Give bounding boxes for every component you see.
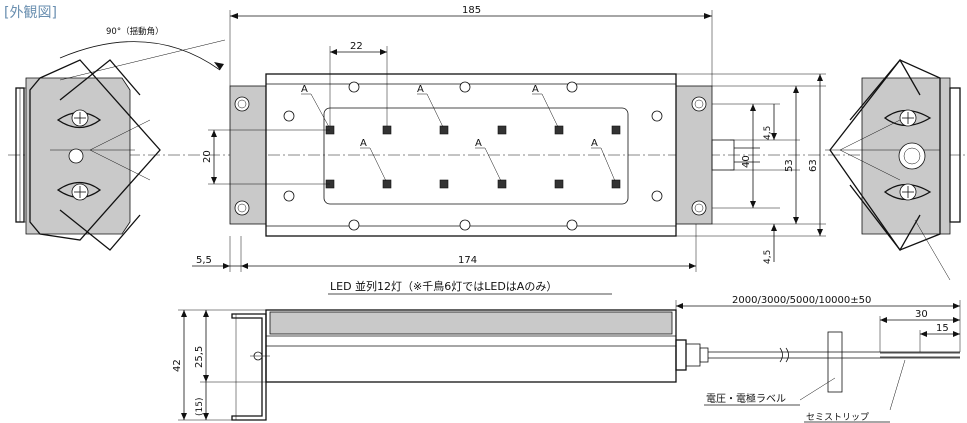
housing-screws xyxy=(283,81,663,231)
led-marker: A xyxy=(417,84,424,95)
led-marker: A xyxy=(360,138,367,149)
led-caption: LED 並列12灯（※千鳥6灯ではLEDはAのみ） xyxy=(330,279,557,293)
dim-15-strip: 15 xyxy=(936,323,949,334)
dim-53: 53 xyxy=(784,159,795,172)
dim-30: 30 xyxy=(915,309,928,320)
dim-led-row-gap: 20 xyxy=(202,150,213,163)
left-end-view: 90°（揺動角） xyxy=(15,26,226,251)
dim-cable-length: 2000/3000/5000/10000±50 xyxy=(732,295,871,306)
label-semi-strip: セミストリップ xyxy=(806,412,869,423)
label-voltage: 電圧・電極ラベル xyxy=(706,392,786,405)
led-row-bottom xyxy=(325,179,621,189)
housing xyxy=(265,73,677,237)
dim-63: 63 xyxy=(808,159,819,172)
top-view: A A A A A A 185 22 xyxy=(192,5,826,272)
dim-led-pitch: 22 xyxy=(350,41,363,52)
led-marker: A xyxy=(591,138,598,149)
led-marker: A xyxy=(301,84,308,95)
dim-height: 42 xyxy=(172,359,183,372)
left-end-cap xyxy=(229,85,267,225)
led-row-top xyxy=(325,125,621,135)
dim-4-5-bottom: 4,5 xyxy=(763,250,773,264)
dim-4-5-top: 4,5 xyxy=(763,126,773,140)
side-view: 42 25,5 (15) 2000/3000/5000/10000±50 30 … xyxy=(172,295,961,423)
dim-offset: 5,5 xyxy=(196,255,212,266)
figure-title: [外観図] xyxy=(4,5,57,21)
led-window xyxy=(323,107,629,205)
dim-overall-length: 185 xyxy=(462,5,481,16)
led-marker: A xyxy=(532,84,539,95)
dim-body-length: 174 xyxy=(458,255,477,266)
right-end-view xyxy=(825,58,961,281)
dim-40: 40 xyxy=(741,155,752,168)
led-marker: A xyxy=(475,138,482,149)
dim-15: (15) xyxy=(195,398,205,416)
led-a-markers: A A A A A A xyxy=(301,84,616,182)
swing-angle-label: 90°（揺動角） xyxy=(106,26,164,37)
cable-gland xyxy=(711,139,735,171)
dim-25-5: 25,5 xyxy=(194,346,205,368)
end-cap-screws xyxy=(234,96,707,216)
